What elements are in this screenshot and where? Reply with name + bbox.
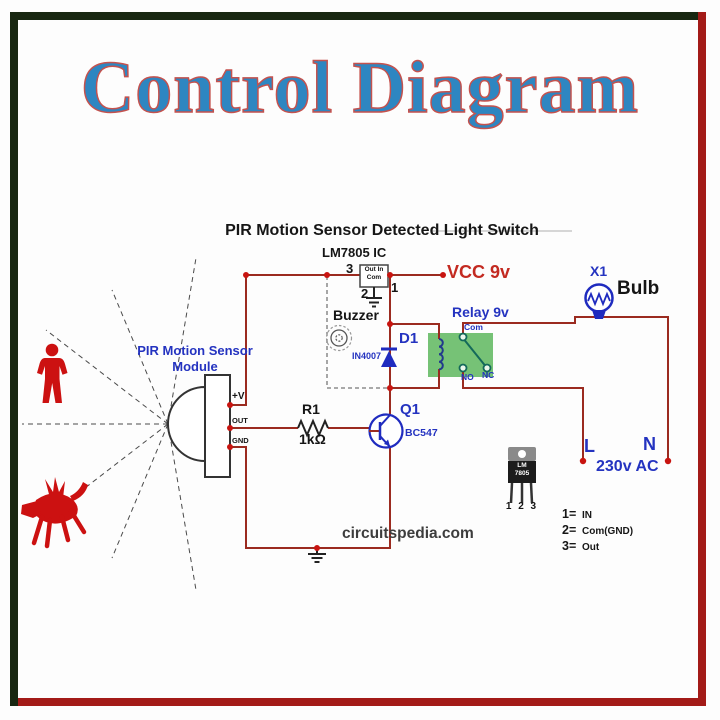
legend-num-3: 3= bbox=[562, 539, 577, 553]
regulator-box-row2: Com bbox=[366, 274, 382, 281]
package-text-line1: LM bbox=[517, 462, 527, 469]
wires bbox=[230, 274, 669, 549]
subtitle: PIR Motion Sensor Detected Light Switch bbox=[225, 222, 539, 239]
buzzer-symbol bbox=[325, 324, 353, 352]
resistor-symbol bbox=[297, 418, 329, 438]
legend-num-1: 1= bbox=[562, 507, 577, 521]
bulb-ref-label: X1 bbox=[590, 263, 608, 279]
legend-label-3: Out bbox=[582, 542, 600, 553]
relay-symbol bbox=[438, 332, 492, 377]
vcc-label: VCC 9v bbox=[447, 262, 511, 282]
pir-module-name-line2: Module bbox=[172, 358, 218, 374]
to220-package-symbol bbox=[508, 447, 536, 504]
legend-label-1: IN bbox=[582, 510, 592, 521]
page-title: Control Diagram bbox=[80, 46, 640, 130]
pin-3-label: 3 bbox=[346, 261, 354, 276]
junction-dots bbox=[227, 272, 672, 551]
diode-part-label: IN4007 bbox=[352, 351, 382, 361]
legend-row: 3= Out bbox=[562, 537, 633, 553]
bulb-symbol bbox=[584, 283, 614, 319]
relay-com-label: Com bbox=[464, 322, 483, 332]
buzzer-label: Buzzer bbox=[333, 307, 379, 323]
pir-pin-out-label: OUT bbox=[232, 416, 248, 425]
pin-1-label: 1 bbox=[391, 280, 399, 295]
package-text-line2: 7805 bbox=[514, 470, 530, 477]
relay-nc-label: NC bbox=[482, 370, 495, 380]
pir-module-symbol bbox=[167, 374, 231, 478]
pir-pin-gnd-label: GND bbox=[232, 436, 249, 445]
mains-voltage-label: 230v AC bbox=[596, 458, 659, 475]
relay-label: Relay 9v bbox=[452, 304, 509, 320]
relay-no-label: NO bbox=[461, 372, 474, 382]
regulator-symbol bbox=[359, 264, 389, 308]
resistor-ref-label: R1 bbox=[302, 401, 320, 417]
diode-symbol bbox=[381, 347, 397, 367]
legend: 1= IN 2= Com(GND) 3= Out bbox=[562, 505, 633, 553]
mains-neutral-label: N bbox=[643, 434, 656, 454]
legend-label-2: Com(GND) bbox=[582, 526, 634, 537]
bulb-label: Bulb bbox=[617, 278, 660, 299]
legend-num-2: 2= bbox=[562, 523, 577, 537]
pir-module-name-line1: PIR Motion Sensor bbox=[137, 343, 253, 358]
pir-pin-v-label: +V bbox=[232, 391, 245, 402]
diode-ref-label: D1 bbox=[399, 330, 419, 347]
pir-module-name: PIR Motion Sensor Module bbox=[115, 343, 275, 374]
transistor-part-label: BC547 bbox=[405, 427, 438, 439]
frame-right bbox=[698, 12, 706, 706]
legend-row: 1= IN bbox=[562, 505, 633, 521]
frame-left bbox=[10, 12, 18, 706]
pin-2-label: 2 bbox=[361, 286, 369, 301]
frame-bottom bbox=[18, 698, 706, 706]
regulator-ground-symbol bbox=[366, 287, 382, 308]
package-pin-numbers: 1 2 3 bbox=[505, 501, 539, 512]
mains-live-label: L bbox=[584, 436, 595, 456]
watermark: circuitspedia.com bbox=[342, 525, 474, 542]
regulator-label: LM7805 IC bbox=[322, 245, 387, 260]
resistor-value-label: 1kΩ bbox=[299, 431, 326, 447]
buzzer-dashed-wire bbox=[326, 276, 388, 389]
frame-top bbox=[10, 12, 700, 20]
transistor-ref-label: Q1 bbox=[400, 401, 421, 418]
regulator-box-row1: Out In bbox=[364, 265, 384, 273]
legend-row: 2= Com(GND) bbox=[562, 521, 633, 537]
transistor-symbol bbox=[368, 413, 404, 449]
animal-figure bbox=[21, 477, 88, 549]
person-figure bbox=[37, 343, 68, 403]
